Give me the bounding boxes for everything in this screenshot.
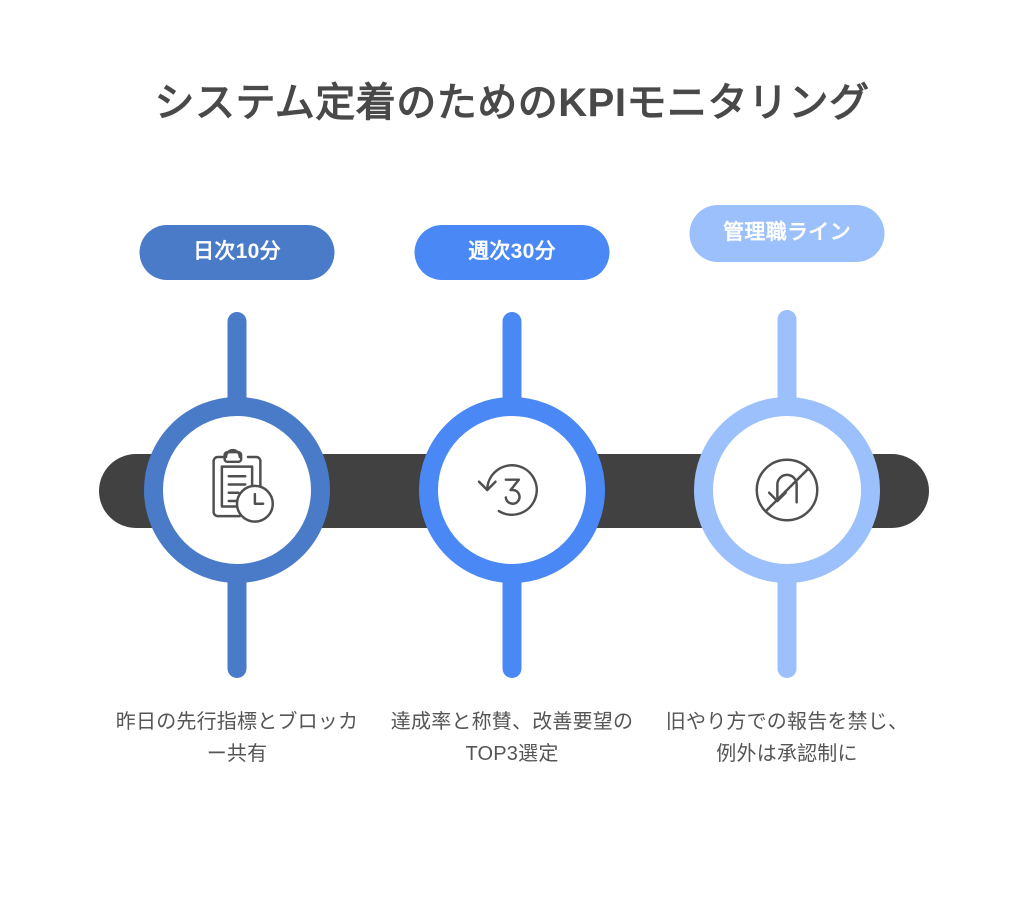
step-3-lower-connector: [777, 570, 797, 678]
step-2-icon-ring[interactable]: [419, 397, 605, 583]
page-title: システム定着のためのKPIモニタリング: [154, 81, 870, 125]
step-2-lower-connector: [502, 570, 522, 678]
step-1-upper-connector: [227, 312, 247, 408]
step-3-icon-ring[interactable]: [694, 397, 880, 583]
step-2-caption: 達成率と称賛、改善要望のTOP3選定: [390, 711, 634, 766]
step-2-upper-connector: [502, 312, 522, 408]
rotate-three-icon: [477, 464, 538, 516]
clipboard-clock-icon: [212, 448, 274, 523]
no-u-turn-icon: [755, 458, 819, 522]
step-3-caption: 旧やり方での報告を禁じ、例外は承認制に: [665, 711, 909, 766]
step-1-caption: 昨日の先行指標とブロッカー共有: [115, 711, 359, 766]
step-3-upper-connector: [777, 310, 797, 408]
step-3-pill-label[interactable]: 管理職ライン: [689, 205, 885, 262]
step-2-pill-label[interactable]: 週次30分: [414, 225, 610, 280]
step-1-icon-ring[interactable]: [144, 397, 330, 583]
step-1-lower-connector: [227, 570, 247, 678]
step-1-pill-label[interactable]: 日次10分: [139, 225, 335, 280]
